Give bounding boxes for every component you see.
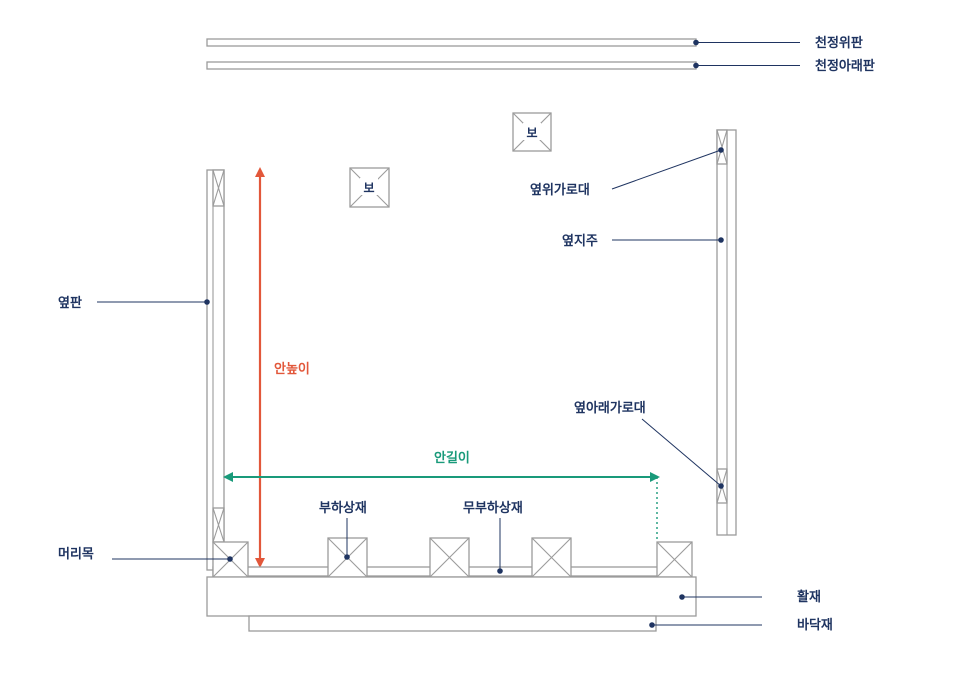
ceiling-top-label: 천정위판 bbox=[815, 35, 863, 51]
inner-height-label: 안높이 bbox=[274, 361, 310, 377]
no-load-member-dot bbox=[497, 568, 503, 574]
side-post-dot bbox=[718, 237, 724, 243]
side-lower-rail-label: 옆아래가로대 bbox=[574, 400, 646, 416]
beam-2: 보 bbox=[349, 167, 390, 208]
load-member-dot bbox=[344, 554, 350, 560]
left-lower-block bbox=[212, 507, 225, 543]
left-upper-block bbox=[212, 169, 225, 207]
runner bbox=[206, 576, 697, 617]
right-upper-rail-block bbox=[716, 129, 728, 165]
load-member-block-2 bbox=[429, 537, 470, 578]
inner-length-label: 안길이 bbox=[434, 450, 470, 466]
head-block-dot bbox=[227, 556, 233, 562]
side-upper-rail-dot bbox=[718, 147, 724, 153]
side-lower-rail-leader bbox=[641, 418, 722, 487]
runner-dot bbox=[679, 594, 685, 600]
ceiling-bottom-dot bbox=[693, 62, 699, 69]
beam-1-label: 보 bbox=[526, 126, 537, 140]
no-load-member-label: 무부하상재 bbox=[463, 500, 523, 516]
floor-board bbox=[248, 615, 657, 632]
head-block-label: 머리목 bbox=[58, 546, 94, 562]
load-member-label: 부하상재 bbox=[319, 500, 367, 516]
ceiling-top-dot bbox=[693, 39, 699, 46]
floor-board-dot bbox=[649, 622, 655, 628]
side-upper-rail-leader bbox=[611, 149, 722, 190]
runner-label: 활재 bbox=[797, 589, 821, 605]
side-post-label: 옆지주 bbox=[562, 233, 598, 249]
ceiling-bottom-label: 천정아래판 bbox=[815, 58, 875, 74]
load-member-block-3 bbox=[531, 537, 572, 578]
load-member-block-4 bbox=[656, 541, 693, 578]
beam-1: 보 bbox=[512, 112, 552, 152]
ceiling-bottom-board bbox=[206, 61, 697, 70]
side-lower-rail-dot bbox=[718, 483, 724, 489]
side-panel-dot bbox=[204, 299, 210, 305]
side-upper-rail-label: 옆위가로대 bbox=[530, 182, 590, 198]
side-panel-label: 옆판 bbox=[58, 295, 82, 311]
ceiling-top-board bbox=[206, 38, 697, 47]
beam-2-label: 보 bbox=[363, 181, 374, 195]
floor-board-label: 바닥재 bbox=[797, 617, 833, 633]
